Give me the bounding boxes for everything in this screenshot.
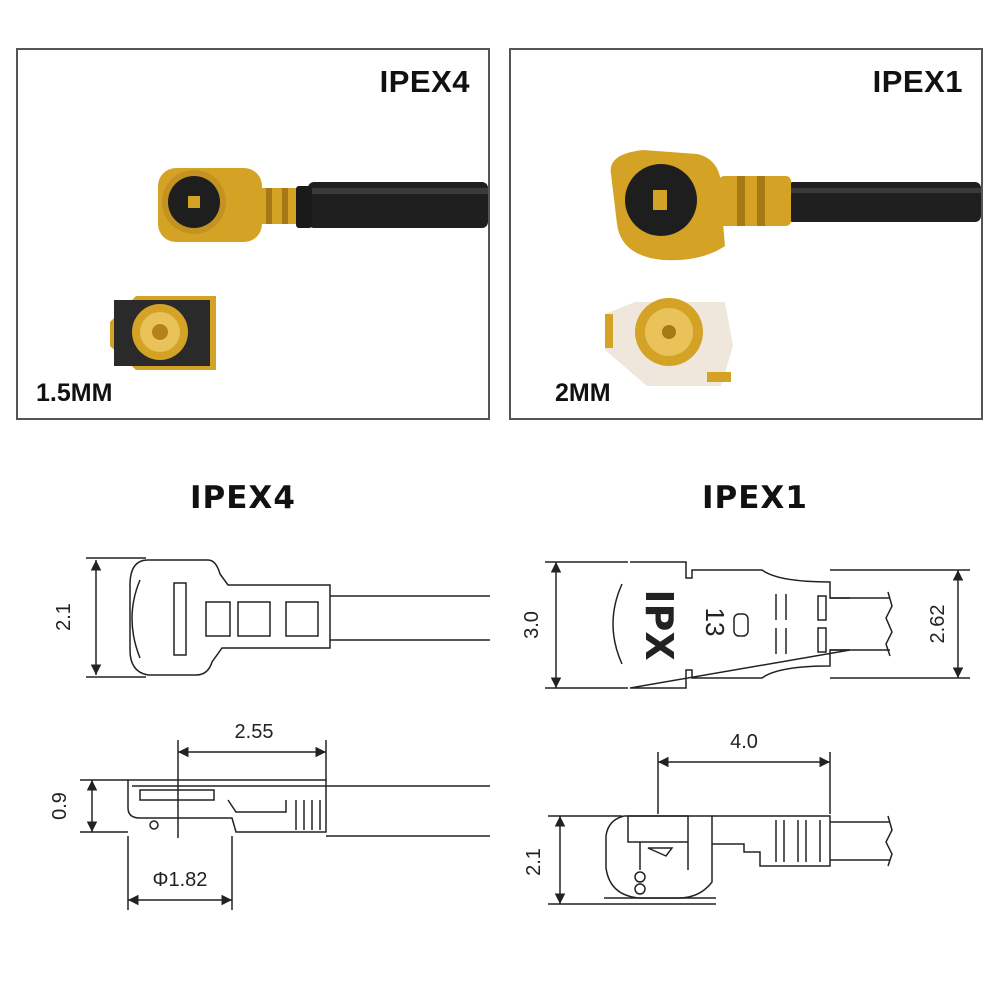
photo-panel-ipex1: IPEX1 2MM [509, 48, 983, 420]
photo-size-label-ipex1: 2MM [555, 379, 611, 407]
ipex4-side-view [80, 740, 490, 910]
ipex1-side-height-dim: 2.1 [523, 848, 545, 876]
ipex4-top-view [86, 557, 490, 678]
ipex4-photo-illustration [110, 168, 488, 370]
ipex1-side-view [548, 752, 893, 905]
diagram-heading-ipex4: IPEX4 [190, 480, 296, 516]
ipex4-side-length-dim: 2.55 [235, 721, 274, 743]
photo-title-ipex1: IPEX1 [872, 64, 963, 99]
photo-panel-ipex4: IPEX4 1.5MM [16, 48, 490, 420]
ipex4-side-height-dim: 0.9 [49, 792, 71, 820]
ipex1-top-height-dim: 3.0 [521, 611, 543, 639]
ipex1-side-length-dim: 4.0 [730, 731, 758, 753]
ipex1-top-view [545, 561, 970, 689]
ipex1-top-cable-dim: 2.62 [927, 605, 949, 644]
ipex4-top-height-dim: 2.1 [53, 603, 75, 631]
photo-size-label-ipex4: 1.5MM [36, 379, 113, 407]
diagram-heading-ipex1: IPEX1 [702, 480, 808, 516]
ipex1-body-number: 13 [700, 608, 730, 637]
ipex4-side-diameter-dim: Φ1.82 [153, 869, 208, 891]
ipex1-photo-illustration [605, 150, 981, 386]
photo-title-ipex4: IPEX4 [379, 64, 470, 99]
ipex1-body-text: IPX [637, 589, 681, 660]
